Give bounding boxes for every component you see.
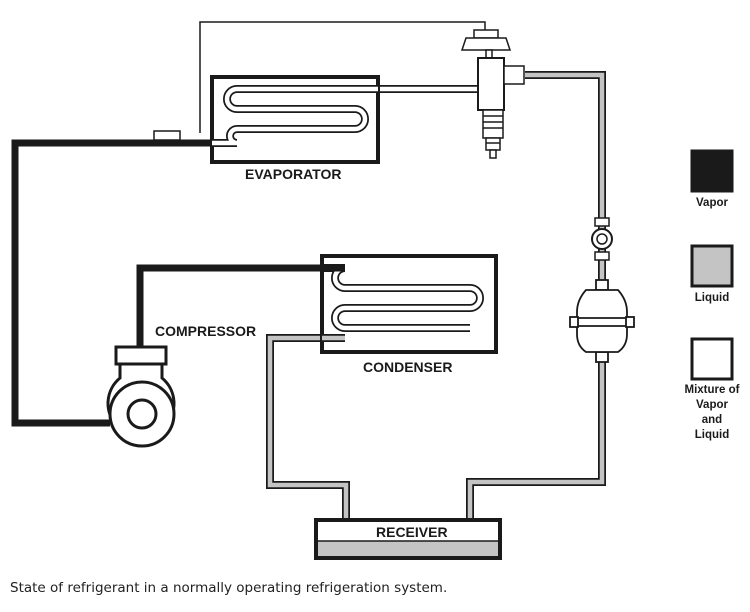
legend-swatch-liquid (690, 244, 734, 288)
legend-swatch-vapor (690, 149, 734, 193)
compressor (106, 345, 176, 448)
filter-drier (569, 279, 635, 363)
sensing-bulb-capillary (199, 21, 486, 133)
legend-label-vapor: Vapor (696, 197, 728, 209)
legend-swatch-mixture (690, 337, 734, 381)
compressor-label: COMPRESSOR (155, 323, 256, 339)
legend-label-liquid: Liquid (695, 292, 730, 304)
legend-label-mixture-3: and (702, 414, 722, 426)
vapor-suction-line (11, 139, 212, 427)
legend: Vapor Liquid Mixture of Vapor and Liquid (685, 149, 740, 441)
condenser (320, 254, 498, 354)
liquid-line-condenser-receiver (266, 334, 350, 530)
expansion-valve (460, 29, 525, 159)
legend-label-mixture-1: Mixture of (685, 384, 740, 396)
evaporator (210, 75, 380, 164)
receiver-label: RECEIVER (376, 524, 448, 540)
sensing-bulb (153, 130, 181, 141)
sight-glass (591, 217, 613, 261)
figure-caption: State of refrigerant in a normally opera… (10, 580, 448, 596)
legend-label-mixture-4: Liquid (695, 429, 730, 441)
vapor-discharge-line (136, 264, 345, 350)
liquid-line-receiver-valve (466, 71, 606, 530)
legend-label-mixture-2: Vapor (696, 399, 728, 411)
condenser-label: CONDENSER (363, 359, 452, 375)
receiver (314, 518, 502, 560)
evaporator-label: EVAPORATOR (245, 166, 341, 182)
